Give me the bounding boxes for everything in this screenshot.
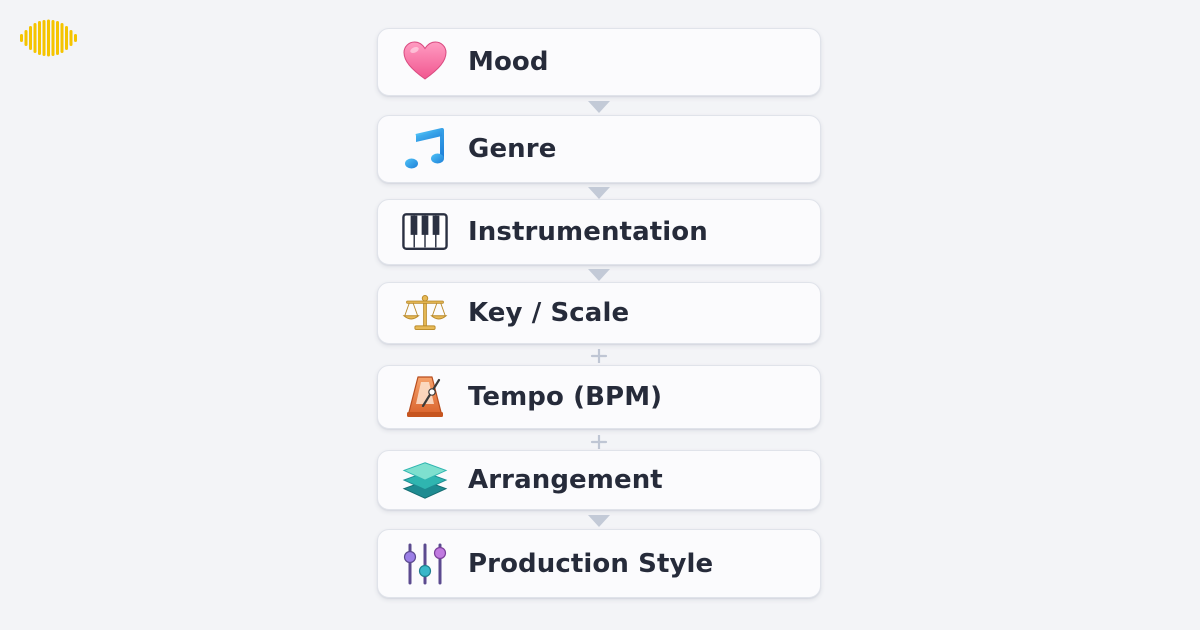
step-label: Mood <box>468 47 549 77</box>
step-label: Key / Scale <box>468 298 630 328</box>
step-label: Arrangement <box>468 465 663 495</box>
layers-icon <box>402 457 448 503</box>
arrow-down-icon <box>588 269 610 281</box>
step-label: Instrumentation <box>468 217 708 247</box>
step-label: Genre <box>468 134 557 164</box>
step-card-genre: Genre <box>377 115 821 183</box>
mixer-sliders-icon <box>402 541 448 587</box>
step-card-arrangement: Arrangement <box>377 450 821 510</box>
step-card-tempo: Tempo (BPM) <box>377 365 821 429</box>
heart-icon <box>402 39 448 85</box>
step-card-production-style: Production Style <box>377 529 821 598</box>
metronome-icon <box>402 374 448 420</box>
step-label: Production Style <box>468 548 714 579</box>
soundwave-logo-icon <box>20 19 77 57</box>
plus-icon <box>590 435 608 449</box>
step-stack: Mood Genre <box>377 0 821 630</box>
step-card-mood: Mood <box>377 28 821 96</box>
step-card-key-scale: Key / Scale <box>377 282 821 344</box>
arrow-down-icon <box>588 101 610 113</box>
step-card-instrumentation: Instrumentation <box>377 199 821 265</box>
step-label: Tempo (BPM) <box>468 382 663 412</box>
piano-keys-icon <box>402 209 448 255</box>
music-note-icon <box>402 126 448 172</box>
plus-icon <box>590 349 608 363</box>
arrow-down-icon <box>588 187 610 199</box>
balance-scale-icon <box>402 290 448 336</box>
arrow-down-icon <box>588 515 610 527</box>
